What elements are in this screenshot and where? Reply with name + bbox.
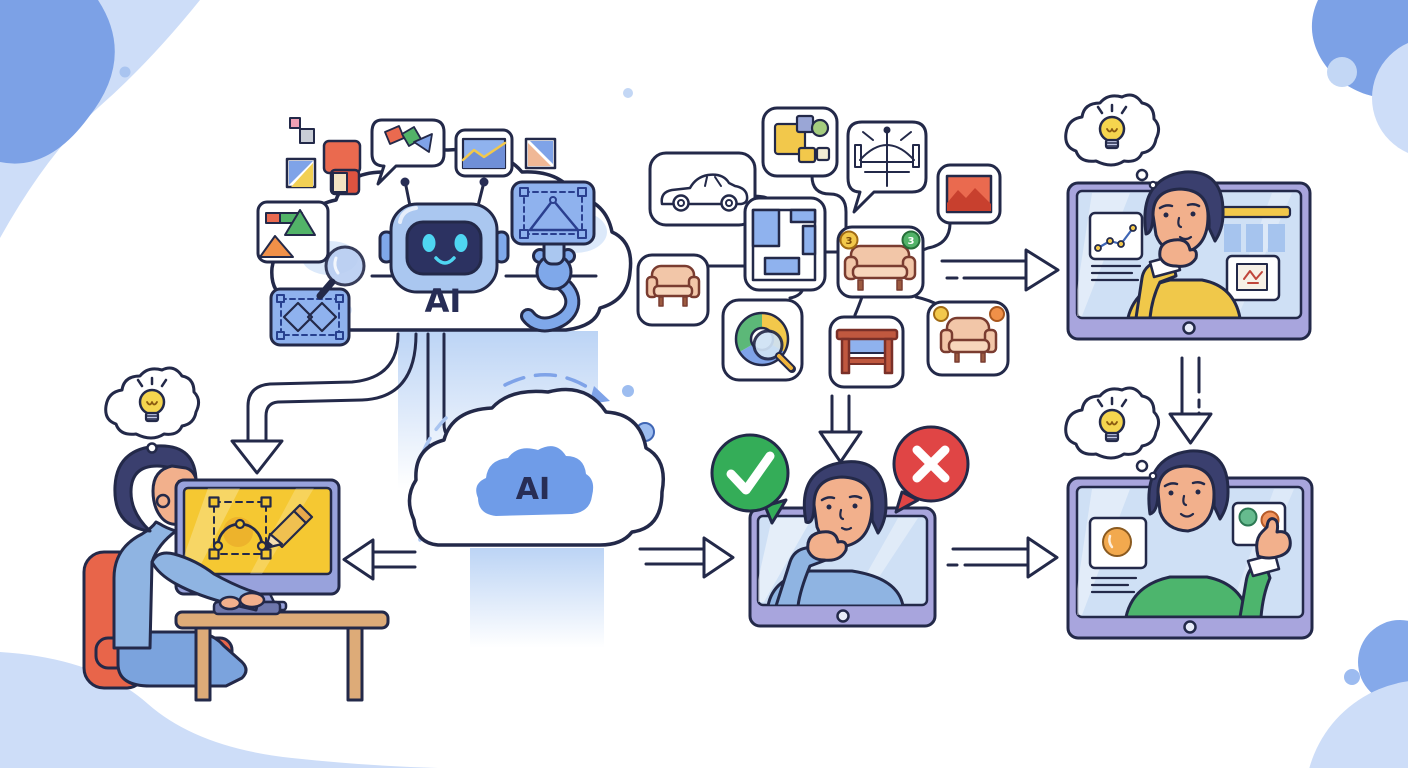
arrow-cloud-to-review [638, 536, 735, 579]
armchair-card [636, 253, 710, 327]
idea-bubble-moodboard [1064, 93, 1161, 190]
monitor-button [836, 609, 850, 623]
desk [174, 610, 390, 630]
arrow-robotcloud-to-designer [230, 332, 418, 475]
inner-blue-cloud [476, 446, 594, 516]
concept-cluster: 3 3 [636, 106, 1010, 389]
car-sketch-card [648, 151, 757, 227]
vector-path-card-icon [510, 180, 596, 246]
floor-plan-card [743, 196, 827, 292]
arrow-cloud-to-designer [342, 538, 417, 581]
center-cloud-ai-label: AI [516, 472, 550, 507]
rotate-arc-icon [503, 373, 602, 398]
monitor-button [1183, 620, 1197, 634]
diagonal-split-square-2-icon [524, 137, 557, 170]
sofa-card-with-badges: 3 3 [836, 225, 925, 299]
monitor-button [1182, 321, 1196, 335]
moodboard-monitor-scene [1064, 93, 1312, 341]
center-ai-cloud: AI [407, 373, 665, 547]
armchair-card-2 [926, 300, 1010, 377]
search-icon [752, 329, 784, 361]
bezier-pen-tool-icon [208, 496, 272, 560]
bar-triangle-card-icon [256, 200, 330, 264]
lightbulb-icon [1096, 396, 1128, 443]
mesh-selection-card-icon [269, 287, 351, 347]
idea-bubble-designer [104, 366, 201, 454]
arrow-moodboard-to-final [1168, 356, 1213, 445]
magnifier-icon [316, 245, 366, 300]
diagonal-split-square-icon [285, 157, 317, 189]
x-icon [912, 445, 950, 483]
arrow-cluster-to-moodboard [940, 248, 1060, 292]
node-chart-card [1088, 211, 1144, 261]
arrow-cluster-to-review [818, 394, 863, 464]
reviewer-person [766, 460, 905, 606]
idea-bubble-final [1064, 386, 1161, 481]
sofa-badge-right-label: 3 [908, 236, 915, 247]
robot-cloud-ai-label: AI [425, 282, 462, 320]
ai-pillar-bottom [470, 548, 604, 648]
final-monitor-scene [1064, 386, 1314, 640]
badge-yellow [839, 230, 859, 250]
pixel-squares-icon [289, 117, 315, 144]
approve-bubble [710, 433, 790, 525]
color-wheel-search-card [721, 298, 804, 382]
final-person [1124, 449, 1292, 617]
shapes-speech-bubble-icon [370, 118, 446, 186]
red-blocks-icon [322, 139, 362, 196]
sofa-badge-left-label: 3 [846, 236, 853, 247]
designer-arm [150, 551, 262, 612]
design-asset-icons [256, 117, 557, 347]
designer-workstation [82, 366, 390, 702]
check-icon [726, 451, 775, 495]
lightbulb-icon [1096, 103, 1128, 150]
layout-blocks-card [761, 106, 839, 178]
drafting-sketch-bubble [846, 120, 928, 214]
moodboard-person [1126, 170, 1242, 318]
table-card [828, 315, 905, 389]
thinking-hand [806, 530, 848, 562]
review-monitor-scene [710, 425, 970, 628]
pencil-icon [264, 503, 314, 550]
badge-green [901, 230, 921, 250]
pointing-hand [1255, 517, 1292, 560]
line-chart-card-icon [454, 128, 514, 178]
thinking-hand [1158, 238, 1198, 268]
robot-face-screen [405, 220, 483, 276]
reject-bubble [892, 425, 970, 514]
moodboard-screen-content [1088, 205, 1292, 302]
lightbulb-icon [136, 376, 168, 423]
image-card [936, 163, 1002, 225]
robot-ai-cloud: AI [256, 117, 633, 347]
robot-mascot [378, 177, 510, 294]
arrow-review-to-final [946, 536, 1059, 579]
